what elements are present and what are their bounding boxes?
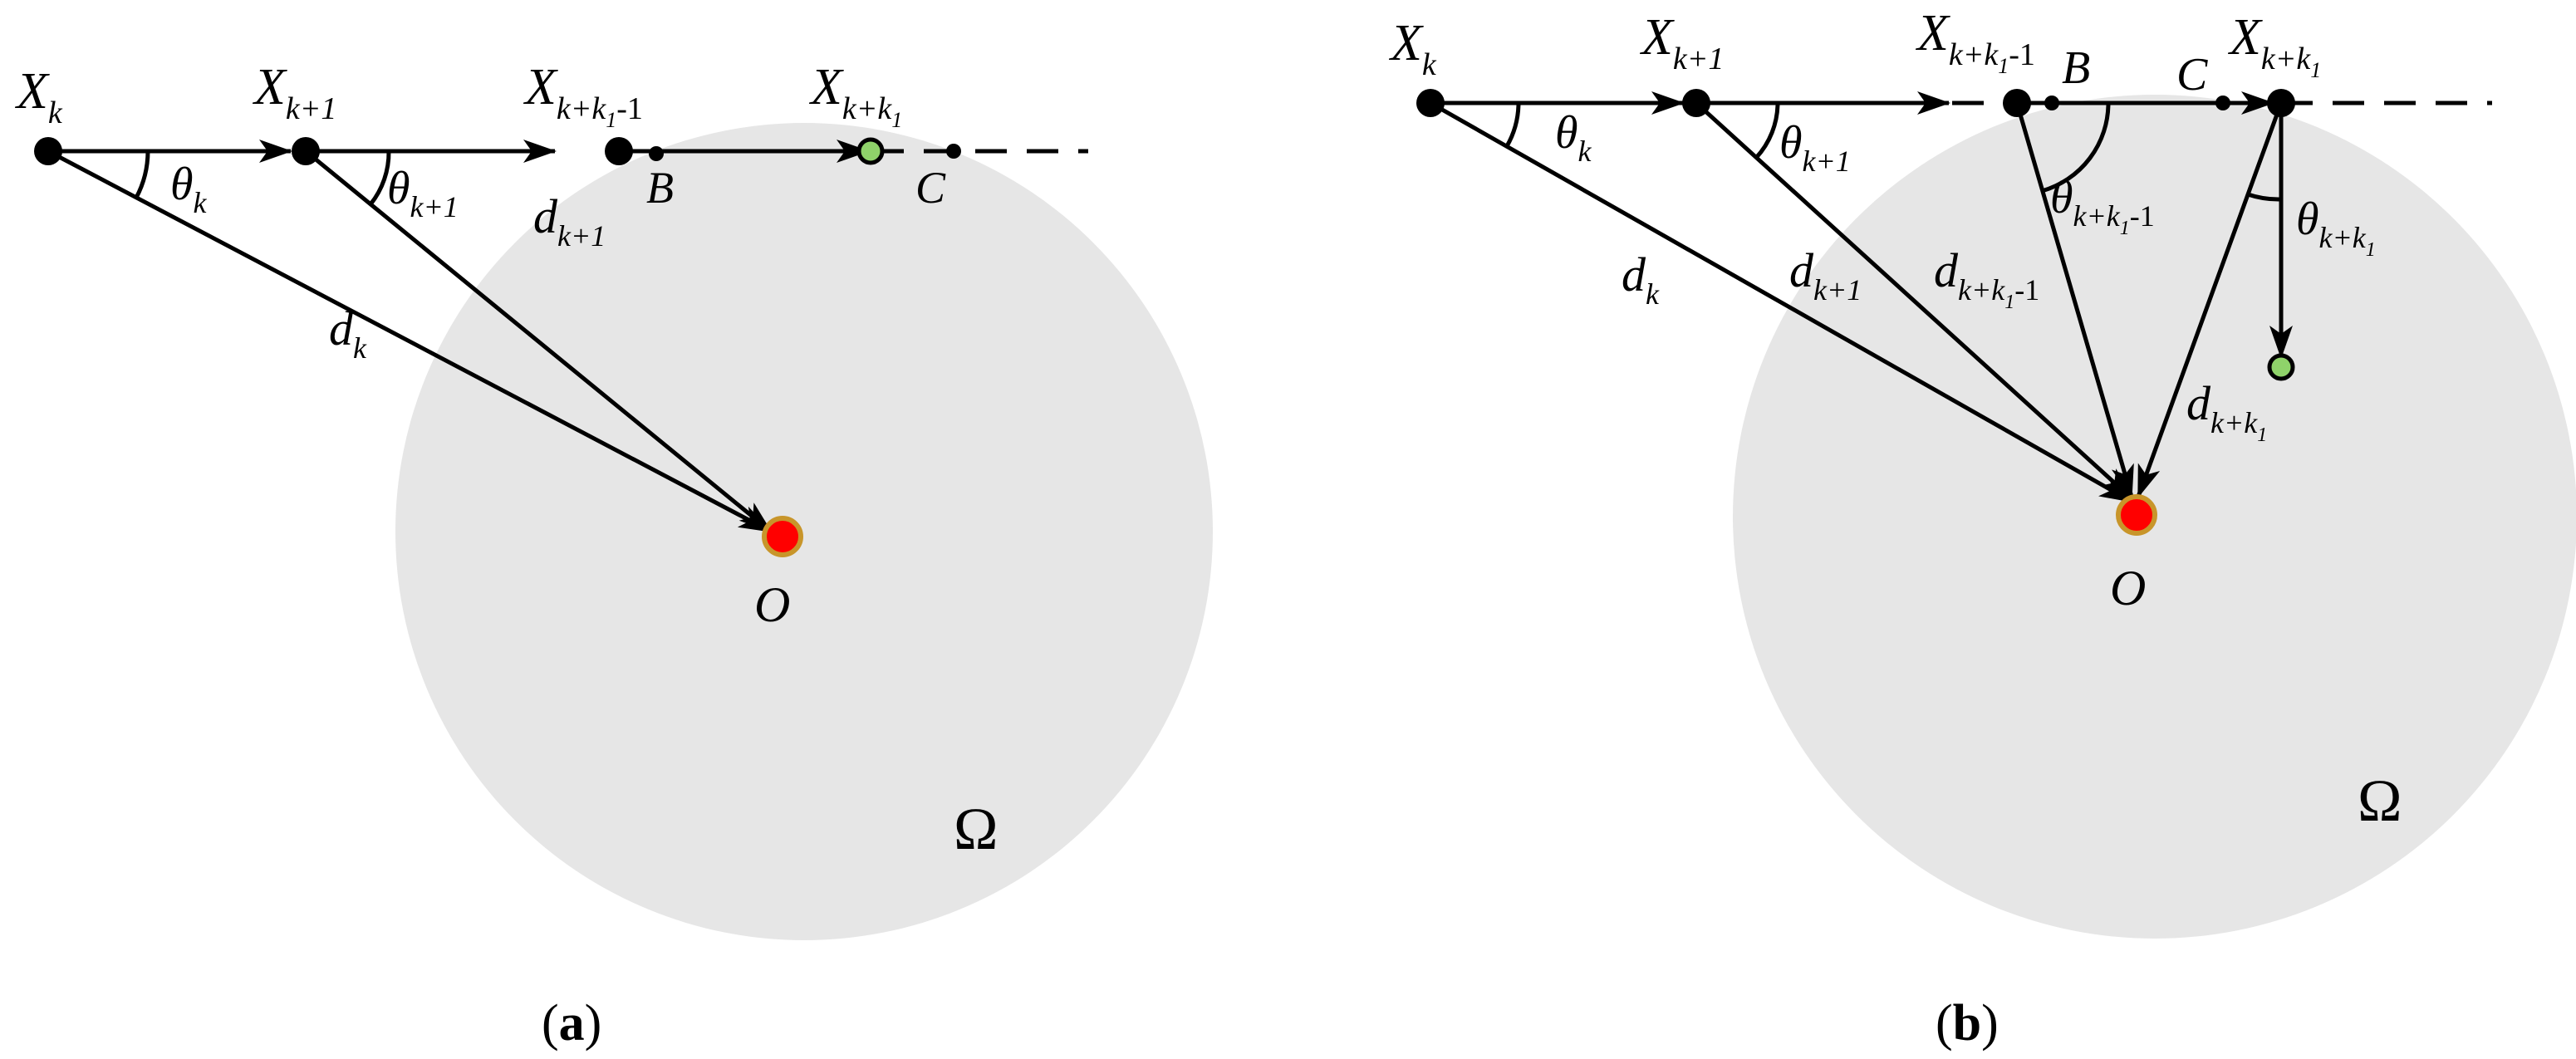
label-dk-a: dk — [329, 302, 367, 365]
label-dkk1m1-b: dk+k1-1 — [1934, 243, 2039, 313]
target-o-b — [2116, 494, 2157, 536]
caption-b: (b) — [1936, 995, 1999, 1052]
point-xkk1m1-a — [605, 137, 633, 165]
vector-dk1-b — [1695, 101, 2133, 500]
label-dk-b: dk — [1622, 248, 1660, 311]
label-dk1-b: dk+1 — [1789, 243, 1862, 306]
label-omega-b: Ω — [2358, 767, 2402, 834]
label-theta-k1-a: θk+1 — [387, 163, 459, 223]
label-xk-a: Xk — [14, 63, 63, 130]
label-theta-k1-b: θk+1 — [1779, 117, 1851, 178]
label-b-a: B — [646, 163, 674, 213]
label-xkk1-b: Xk+k1 — [2227, 9, 2321, 82]
angle-arc-theta-k-b — [1504, 102, 1521, 148]
panel-b: Xk Xk+1 Xk+k1-1 B C Xk+k1 θk θk+1 θk+k1-… — [1388, 5, 2576, 1052]
point-xkk1-a — [856, 137, 885, 165]
caption-a: (a) — [542, 995, 601, 1052]
label-theta-kk1-b: θk+k1 — [2296, 194, 2376, 261]
point-c-b — [2215, 96, 2230, 110]
angle-arc-theta-kk1m1-b — [2041, 102, 2111, 194]
label-theta-k-b: θk — [1555, 107, 1592, 168]
point-xk1-b — [1682, 89, 1710, 117]
vector-dk-b — [1429, 101, 2133, 504]
point-xkk1-b — [2267, 89, 2295, 117]
label-xk1-a: Xk+1 — [252, 59, 336, 126]
angle-arc-theta-k1-a — [369, 150, 391, 206]
target-o-a — [762, 516, 803, 557]
label-xk1-b: Xk+1 — [1639, 9, 1724, 76]
point-xk-a — [34, 137, 62, 165]
panel-a: Xk Xk+1 Xk+k1-1 B Xk+k1 C θk θk+1 dk+1 d… — [14, 59, 1213, 1052]
region-omega-a — [395, 123, 1213, 940]
angle-arc-theta-k-a — [134, 150, 150, 199]
label-origin-b: O — [2110, 561, 2146, 615]
point-xk-b — [1416, 89, 1445, 117]
label-theta-k-a: θk — [170, 159, 208, 219]
label-xkk1m1-a: Xk+k1-1 — [523, 59, 643, 132]
label-origin-a: O — [754, 577, 790, 632]
point-xk1-a — [292, 137, 320, 165]
vector-dkk1-b — [2136, 102, 2284, 498]
label-theta-kk1m1-b: θk+k1-1 — [2050, 172, 2155, 239]
label-xkk1-a: Xk+k1 — [808, 59, 902, 132]
point-xkk1m1-b — [2003, 89, 2031, 117]
label-omega-a: Ω — [954, 796, 999, 862]
point-b-b — [2044, 96, 2059, 110]
label-dkk1-b: dk+k1 — [2186, 376, 2267, 446]
label-xk-b: Xk — [1388, 15, 1437, 82]
point-b-a — [649, 146, 664, 161]
label-dk1-a: dk+1 — [533, 189, 606, 252]
point-next-b — [2267, 353, 2295, 381]
vector-dk-a — [47, 149, 773, 534]
point-c-a — [946, 144, 961, 159]
vector-dkk1m1-b — [2014, 102, 2134, 498]
angle-arc-theta-kk1-b — [2247, 192, 2282, 202]
label-b-b: B — [2062, 42, 2090, 94]
vector-dk1-a — [304, 150, 773, 533]
label-c-a: C — [915, 163, 946, 213]
angle-arc-theta-k1-b — [1754, 102, 1780, 159]
label-xkk1m1-b: Xk+k1-1 — [1915, 5, 2035, 78]
label-c-b: C — [2176, 49, 2208, 101]
